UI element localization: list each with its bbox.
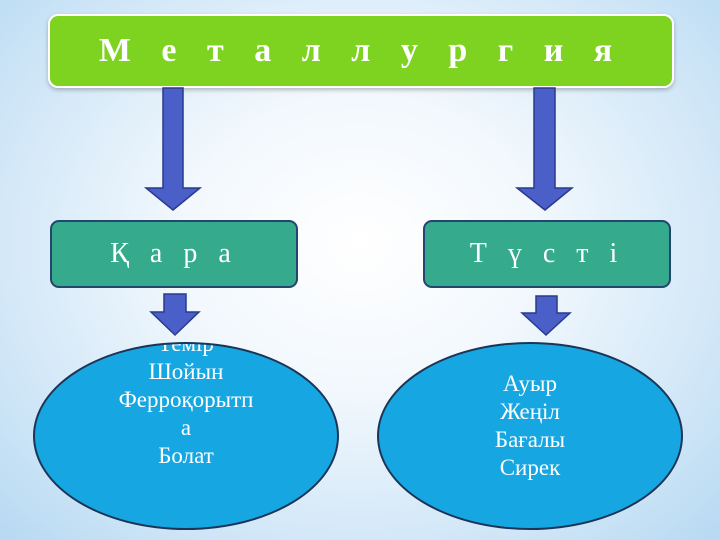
list-item: а bbox=[180, 415, 192, 440]
category-box-tusti: Т ү с т і bbox=[423, 220, 671, 288]
arrow-down-icon bbox=[143, 87, 203, 211]
arrow-down-icon bbox=[514, 87, 575, 211]
arrow-down-icon bbox=[520, 295, 572, 337]
list-item: Жеңіл bbox=[500, 399, 560, 424]
item-list: Темір Шойын Ферроқорытп а Болат bbox=[35, 342, 337, 470]
arrow-down-icon bbox=[149, 293, 201, 337]
title-text: М е т а л л у р г и я bbox=[98, 32, 624, 69]
list-item: Бағалы bbox=[494, 427, 566, 452]
category-box-kara: Қ а р а bbox=[50, 220, 298, 288]
category-label: Т ү с т і bbox=[469, 238, 625, 269]
list-item: Болат bbox=[158, 443, 214, 468]
title-box: М е т а л л у р г и я bbox=[48, 14, 674, 88]
list-item: Шойын bbox=[148, 359, 224, 384]
list-item: Ауыр bbox=[503, 371, 557, 396]
item-list: Ауыр Жеңіл Бағалы Сирек bbox=[379, 370, 681, 482]
list-item: Темір bbox=[158, 342, 214, 356]
list-item: Ферроқорытп bbox=[118, 387, 254, 412]
category-label: Қ а р а bbox=[110, 238, 238, 269]
oval-kara-items: Темір Шойын Ферроқорытп а Болат bbox=[33, 342, 339, 530]
oval-tusti-items: Ауыр Жеңіл Бағалы Сирек bbox=[377, 342, 683, 530]
list-item: Сирек bbox=[499, 455, 561, 480]
